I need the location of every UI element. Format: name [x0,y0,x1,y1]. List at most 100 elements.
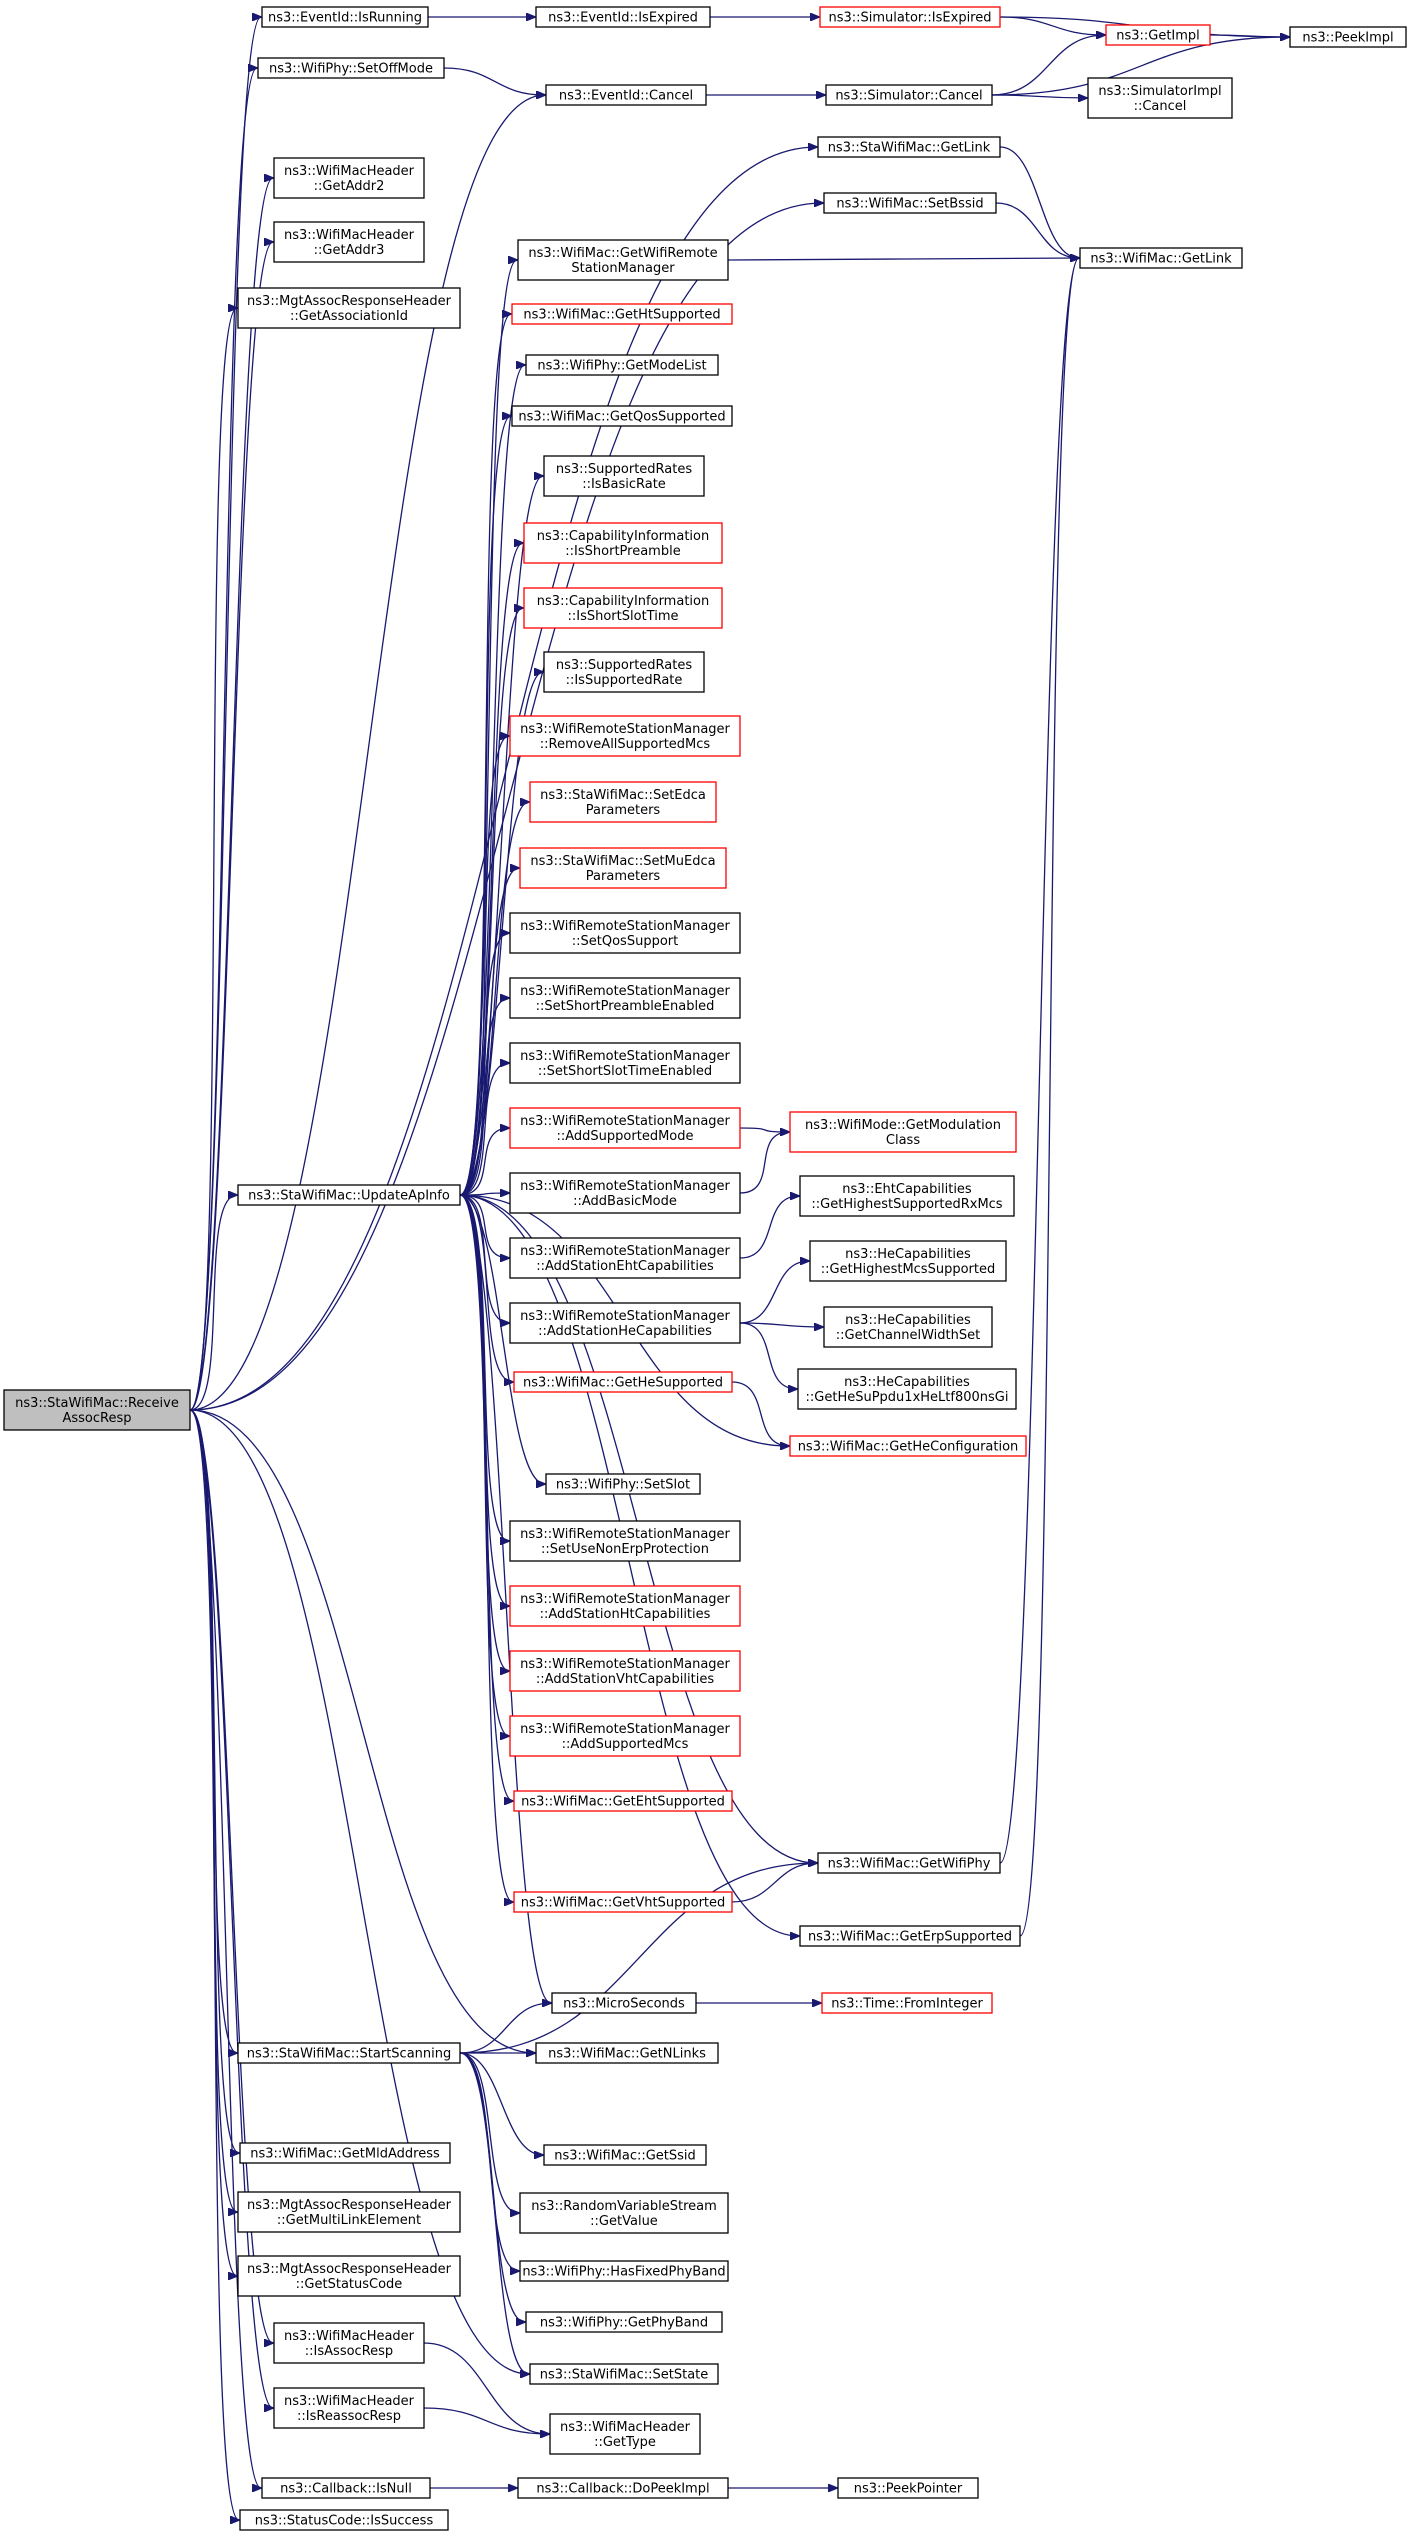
node-label: ns3::Time::FromInteger [831,1997,983,2012]
node-addHeCaps[interactable]: ns3::WifiRemoteStationManager::AddStatio… [509,1302,741,1344]
node-simCancel[interactable]: ns3::Simulator::Cancel [825,84,993,106]
node-getAddr3[interactable]: ns3::WifiMacHeader::GetAddr3 [273,221,425,263]
node-setOffMode[interactable]: ns3::WifiPhy::SetOffMode [257,57,445,79]
node-getHeSupported[interactable]: ns3::WifiMac::GetHeSupported [513,1371,733,1393]
node-addBasicMode[interactable]: ns3::WifiRemoteStationManager::AddBasicM… [509,1172,741,1214]
node-getVhtSupported[interactable]: ns3::WifiMac::GetVhtSupported [513,1891,733,1913]
node-timeFromInteger[interactable]: ns3::Time::FromInteger [821,1992,993,2014]
call-edge [423,2407,549,2434]
node-rvsGetValue[interactable]: ns3::RandomVariableStream::GetValue [519,2192,729,2234]
node-box [817,136,1001,158]
node-isSuccess[interactable]: ns3::StatusCode::IsSuccess [239,2509,449,2531]
node-setShortPreamble[interactable]: ns3::WifiRemoteStationManager::SetShortP… [509,977,741,1019]
node-label: ns3::HeCapabilities [845,1247,971,1262]
node-label: ns3::WifiRemoteStationManager [520,919,730,934]
node-eventCancel[interactable]: ns3::EventId::Cancel [545,84,707,106]
call-edge [189,1409,273,2408]
node-startScanning[interactable]: ns3::StaWifiMac::StartScanning [237,2042,461,2064]
node-addHtCaps[interactable]: ns3::WifiRemoteStationManager::AddStatio… [509,1585,741,1627]
node-getAddr2[interactable]: ns3::WifiMacHeader::GetAddr2 [273,157,425,199]
node-label: ns3::RandomVariableStream [531,2199,717,2214]
node-label: ns3::HeCapabilities [845,1313,971,1328]
call-edge [459,2052,529,2374]
node-isAssocResp[interactable]: ns3::WifiMacHeader::IsAssocResp [273,2322,425,2364]
node-staGetLink[interactable]: ns3::StaWifiMac::GetLink [817,136,1001,158]
node-isSupportedRate[interactable]: ns3::SupportedRates::IsSupportedRate [543,651,705,693]
node-doPeekImpl[interactable]: ns3::Callback::DoPeekImpl [517,2477,729,2499]
call-edge [459,1194,545,1484]
node-getNLinks[interactable]: ns3::WifiMac::GetNLinks [535,2042,719,2064]
call-edge [459,2052,543,2155]
node-box [237,2042,461,2064]
node-isShortPreamble[interactable]: ns3::CapabilityInformation::IsShortPream… [523,522,723,564]
node-label: ns3::SupportedRates [556,658,692,673]
node-box [239,2509,449,2531]
node-box [237,2255,461,2297]
node-getType[interactable]: ns3::WifiMacHeader::GetType [549,2413,701,2455]
node-updateApInfo[interactable]: ns3::StaWifiMac::UpdateApInfo [237,1184,461,1206]
node-cbIsNull[interactable]: ns3::Callback::IsNull [261,2477,431,2499]
node-getRsm[interactable]: ns3::WifiMac::GetWifiRemoteStationManage… [517,239,729,281]
node-getMldAddress[interactable]: ns3::WifiMac::GetMldAddress [239,2142,451,2164]
node-heHighestMcs[interactable]: ns3::HeCapabilities::GetHighestMcsSuppor… [809,1240,1007,1282]
node-isShortSlotTime[interactable]: ns3::CapabilityInformation::IsShortSlotT… [523,587,723,629]
call-edge [739,1322,823,1327]
node-addSupportedMcs[interactable]: ns3::WifiRemoteStationManager::AddSuppor… [509,1715,741,1757]
node-box [819,6,1001,28]
node-getModeList[interactable]: ns3::WifiPhy::GetModeList [525,354,719,376]
node-label: ns3::PeekImpl [1302,31,1393,46]
node-setSlot[interactable]: ns3::WifiPhy::SetSlot [545,1473,701,1495]
node-setShortSlot[interactable]: ns3::WifiRemoteStationManager::SetShortS… [509,1042,741,1084]
node-wifiMacGetLink[interactable]: ns3::WifiMac::GetLink [1079,247,1243,269]
node-addEhtCaps[interactable]: ns3::WifiRemoteStationManager::AddStatio… [509,1237,741,1279]
node-setQosSupport[interactable]: ns3::WifiRemoteStationManager::SetQosSup… [509,912,741,954]
node-box [509,1237,741,1279]
node-label: ns3::WifiMacHeader [284,2394,415,2409]
node-getStatusCode[interactable]: ns3::MgtAssocResponseHeader::GetStatusCo… [237,2255,461,2297]
node-box [509,1302,741,1344]
node-removeAllMcs[interactable]: ns3::WifiRemoteStationManager::RemoveAll… [509,715,741,757]
node-isReassocResp[interactable]: ns3::WifiMacHeader::IsReassocResp [273,2387,425,2429]
node-addVhtCaps[interactable]: ns3::WifiRemoteStationManager::AddStatio… [509,1650,741,1692]
node-getEhtSupported[interactable]: ns3::WifiMac::GetEhtSupported [513,1790,733,1812]
node-getErpSupported[interactable]: ns3::WifiMac::GetErpSupported [799,1925,1021,1947]
node-box [543,651,705,693]
node-isBasicRate[interactable]: ns3::SupportedRates::IsBasicRate [543,455,705,497]
node-isExpired[interactable]: ns3::EventId::IsExpired [535,6,711,28]
node-getHtSupported[interactable]: ns3::WifiMac::GetHtSupported [511,303,733,325]
node-setBssid[interactable]: ns3::WifiMac::SetBssid [823,192,997,214]
node-heChWidth[interactable]: ns3::HeCapabilities::GetChannelWidthSet [823,1306,993,1348]
node-setNonErp[interactable]: ns3::WifiRemoteStationManager::SetUseNon… [509,1520,741,1562]
node-peekImpl[interactable]: ns3::PeekImpl [1289,26,1407,48]
node-getPhyBand[interactable]: ns3::WifiPhy::GetPhyBand [525,2311,723,2333]
node-isRunning[interactable]: ns3::EventId::IsRunning [261,6,429,28]
node-label: ::SetShortPreambleEnabled [536,999,715,1014]
node-getSsid[interactable]: ns3::WifiMac::GetSsid [543,2144,707,2166]
node-label: ns3::MgtAssocResponseHeader [247,2198,452,2213]
node-microSeconds[interactable]: ns3::MicroSeconds [551,1992,697,2014]
node-getAssocId[interactable]: ns3::MgtAssocResponseHeader::GetAssociat… [237,287,461,329]
node-ehtHighestRx[interactable]: ns3::EhtCapabilities::GetHighestSupporte… [799,1175,1015,1217]
node-label: ::GetMultiLinkElement [277,2213,421,2228]
node-peekPointer[interactable]: ns3::PeekPointer [837,2477,979,2499]
node-getHeConfig[interactable]: ns3::WifiMac::GetHeConfiguration [789,1435,1027,1457]
node-getQosSupported[interactable]: ns3::WifiMac::GetQosSupported [511,405,733,427]
call-edge [459,1194,513,1902]
node-addSupportedMode[interactable]: ns3::WifiRemoteStationManager::AddSuppor… [509,1107,741,1149]
node-box [535,2042,719,2064]
node-simIsExpired[interactable]: ns3::Simulator::IsExpired [819,6,1001,28]
node-simImplCancel[interactable]: ns3::SimulatorImpl::Cancel [1087,77,1233,119]
node-heSuPpdu[interactable]: ns3::HeCapabilities::GetHeSuPpdu1xHeLtf8… [797,1368,1017,1410]
node-getMultiLink[interactable]: ns3::MgtAssocResponseHeader::GetMultiLin… [237,2191,461,2233]
node-getImpl[interactable]: ns3::GetImpl [1105,24,1211,46]
node-hasFixedPhyBand[interactable]: ns3::WifiPhy::HasFixedPhyBand [519,2260,729,2282]
node-label: ns3::WifiMac::GetSsid [554,2149,696,2164]
node-getWifiPhy[interactable]: ns3::WifiMac::GetWifiPhy [817,1852,1001,1874]
node-setState[interactable]: ns3::StaWifiMac::SetState [529,2363,719,2385]
node-label: ::AddStationHtCapabilities [540,1607,711,1622]
call-edge [1019,258,1079,1937]
